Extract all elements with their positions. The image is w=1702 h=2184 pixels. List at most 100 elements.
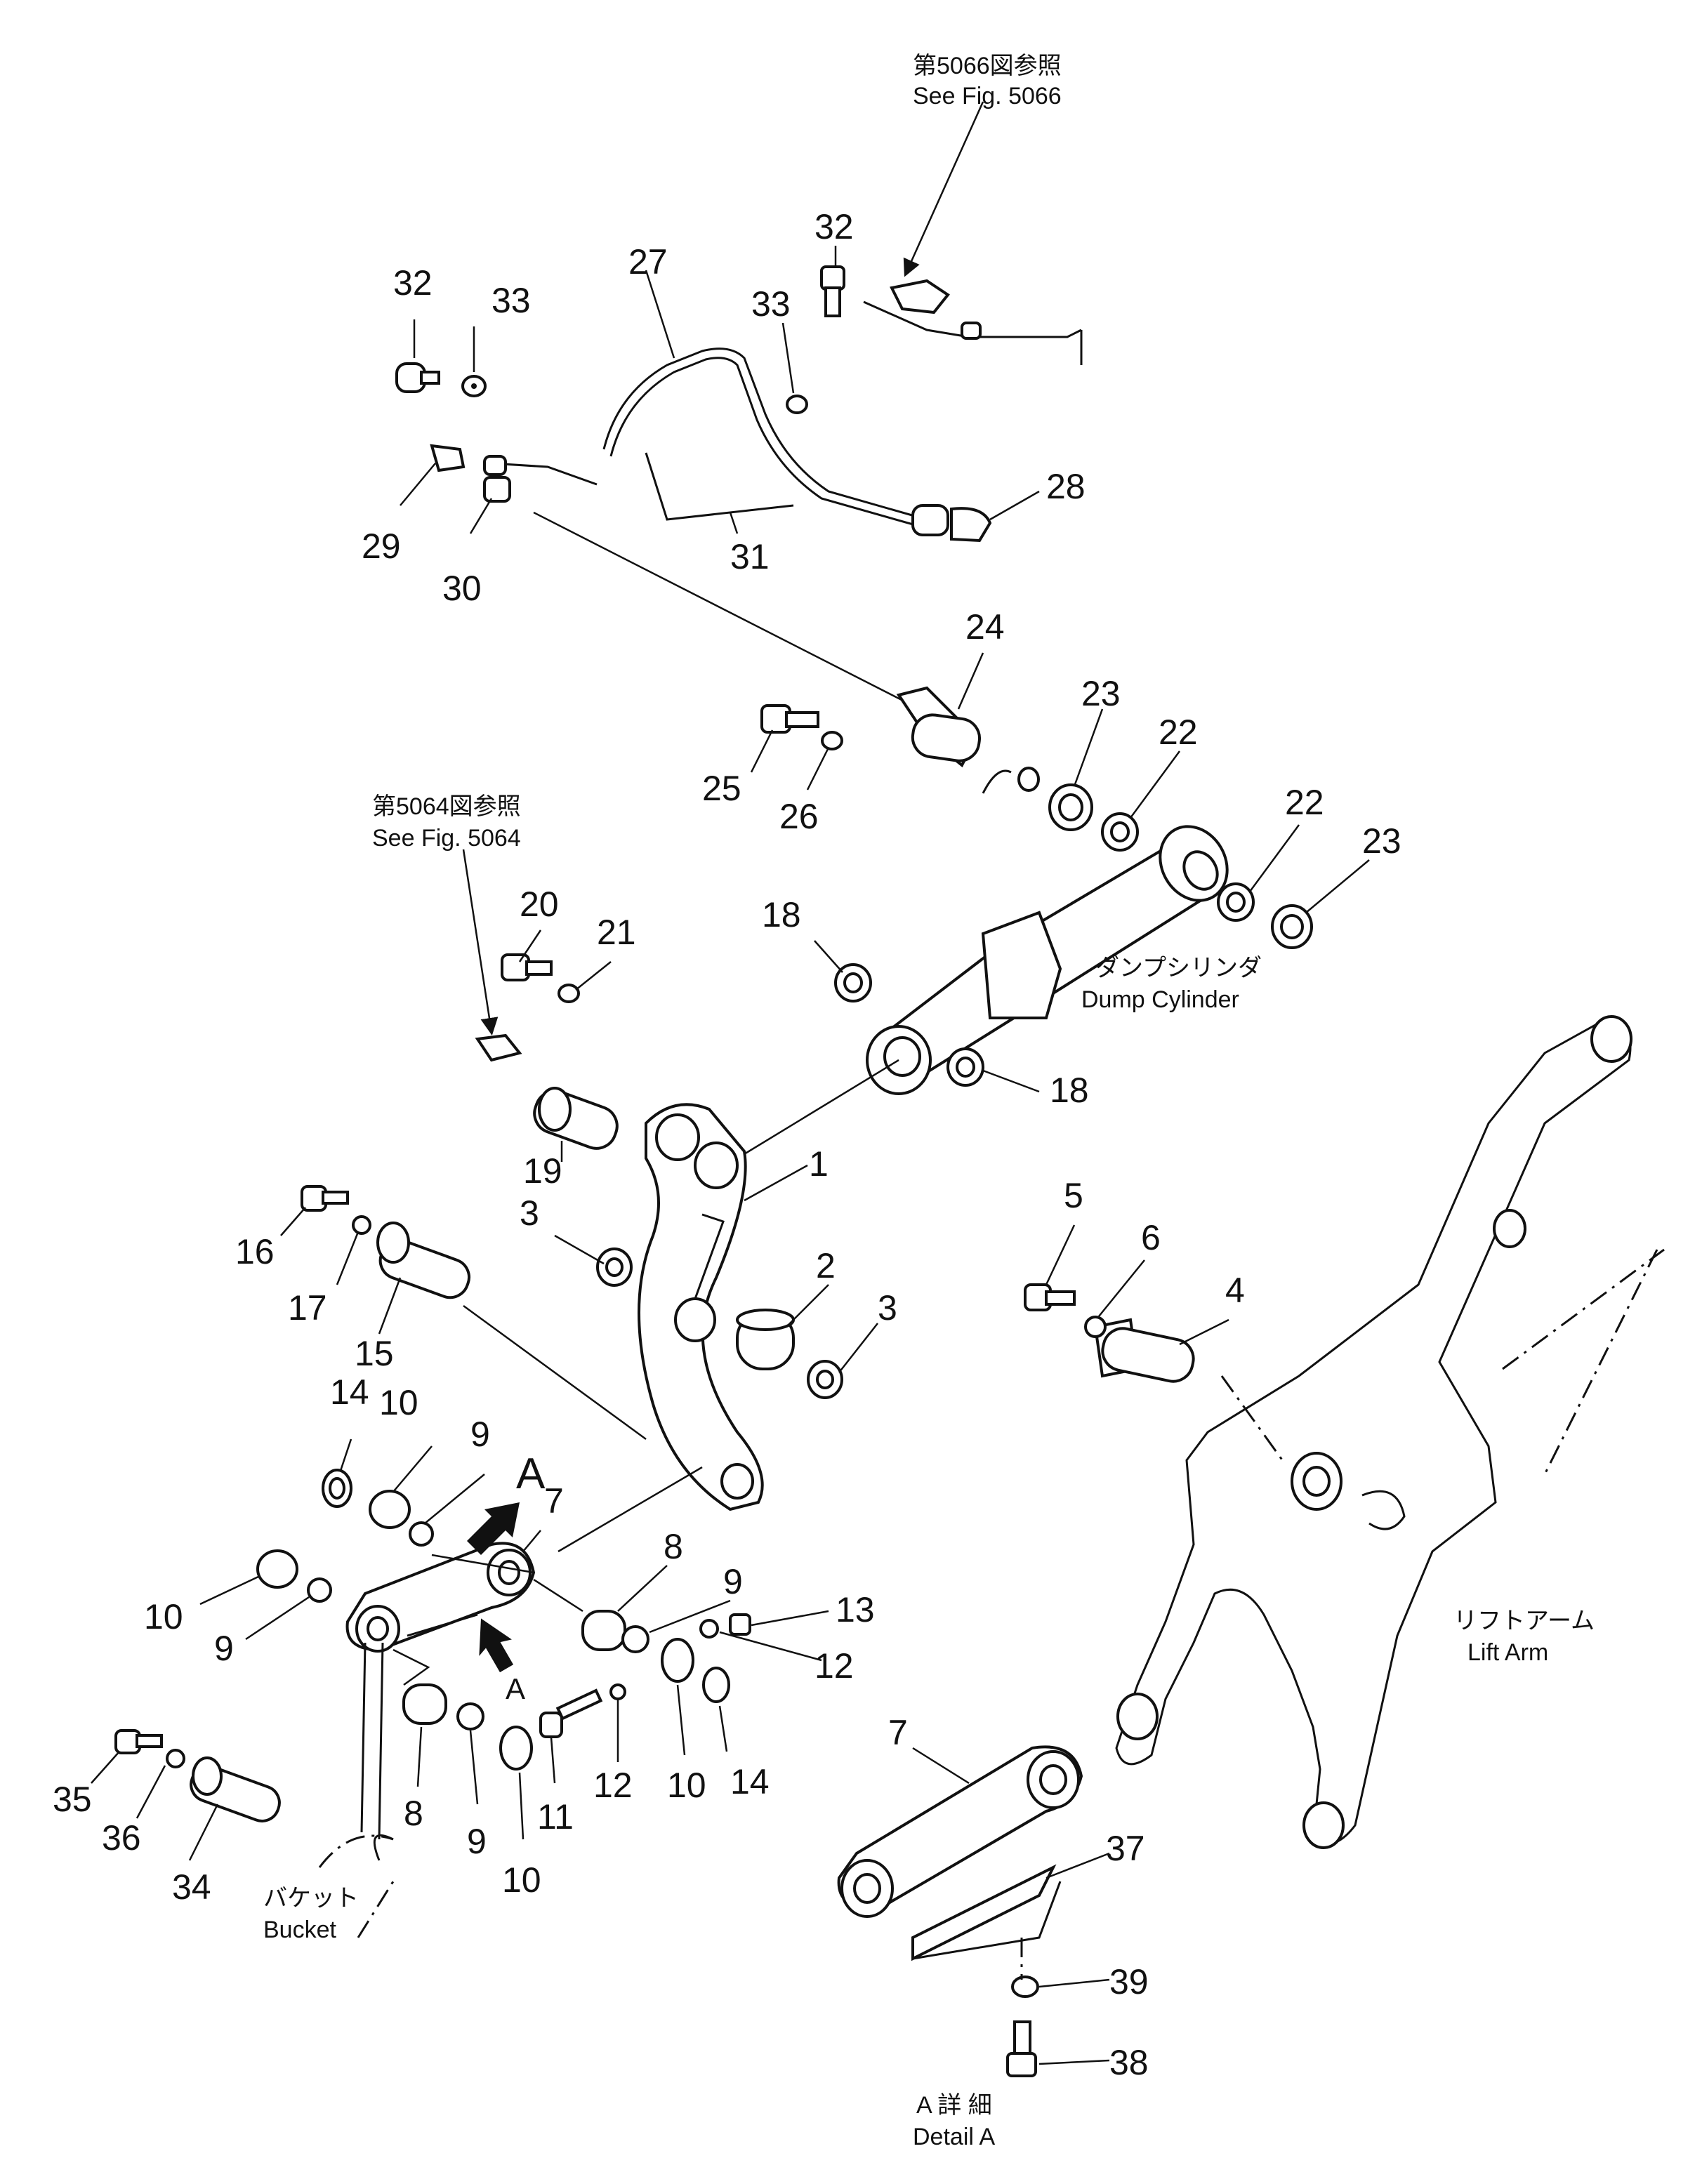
callout-32-right: 32 bbox=[814, 207, 854, 246]
ring-10c bbox=[661, 1638, 694, 1683]
callout-35: 35 bbox=[53, 1780, 92, 1819]
callout-11: 11 bbox=[537, 1797, 574, 1836]
leaders-top bbox=[400, 101, 1040, 703]
fitting-5066 bbox=[890, 279, 950, 315]
callout-29: 29 bbox=[362, 527, 401, 566]
callout-1: 1 bbox=[809, 1144, 829, 1184]
caption-dump-cylinder-en: Dump Cylinder bbox=[1081, 986, 1239, 1013]
callout-28: 28 bbox=[1046, 467, 1086, 506]
snap-ring-24 bbox=[982, 767, 1040, 794]
caption-fig5066-en: See Fig. 5066 bbox=[913, 83, 1062, 110]
pin-34 bbox=[190, 1756, 281, 1822]
leaders-bottom-left bbox=[91, 1438, 829, 1861]
callout-9-c: 9 bbox=[723, 1562, 743, 1601]
nut-30 bbox=[483, 476, 511, 503]
captions: 第5066図参照 See Fig. 5066 第5064図参照 See Fig.… bbox=[263, 53, 1595, 2150]
caption-detail-a-jp: A 詳 細 bbox=[916, 2092, 992, 2119]
plate-37 bbox=[911, 1864, 1062, 1961]
callout-12-a: 12 bbox=[814, 1646, 854, 1686]
bushing-9c bbox=[621, 1625, 649, 1653]
callout-16: 16 bbox=[235, 1232, 275, 1271]
view-arrow-a-top bbox=[467, 1502, 520, 1555]
callout-5: 5 bbox=[1064, 1176, 1083, 1215]
bolt-32-right bbox=[820, 265, 845, 317]
callout-22-a: 22 bbox=[1159, 713, 1198, 752]
bolt-25 bbox=[760, 704, 819, 734]
callout-10-d: 10 bbox=[667, 1766, 706, 1805]
elbow-28 bbox=[950, 507, 992, 543]
callout-25: 25 bbox=[702, 769, 741, 808]
callout-10-b: 10 bbox=[144, 1597, 183, 1636]
callout-31: 31 bbox=[730, 537, 770, 576]
bolt-35 bbox=[114, 1729, 163, 1754]
bushing-3b bbox=[807, 1360, 843, 1399]
callout-19: 19 bbox=[523, 1151, 562, 1191]
callout-18-a: 18 bbox=[762, 895, 801, 934]
callout-39: 39 bbox=[1109, 1962, 1149, 2001]
seal-14b bbox=[702, 1667, 730, 1703]
callout-15: 15 bbox=[355, 1334, 394, 1373]
washer-21 bbox=[558, 984, 580, 1003]
elbow-29 bbox=[430, 444, 466, 472]
bushing-3a bbox=[596, 1247, 633, 1287]
callout-21: 21 bbox=[597, 913, 636, 952]
callout-18-b: 18 bbox=[1050, 1071, 1089, 1110]
callout-labels: 32 33 27 33 32 28 29 30 31 24 23 22 25 2… bbox=[53, 207, 1401, 2082]
callout-32-left: 32 bbox=[393, 263, 433, 303]
callout-9-b: 9 bbox=[214, 1629, 234, 1668]
bolt-5 bbox=[1024, 1283, 1076, 1311]
callout-22-b: 22 bbox=[1285, 783, 1324, 822]
washer-6 bbox=[1084, 1316, 1107, 1338]
callout-10-a: 10 bbox=[379, 1383, 418, 1422]
bellcrank-1 bbox=[638, 1103, 764, 1511]
nut-13 bbox=[729, 1613, 751, 1636]
fitting-5064 bbox=[475, 1033, 522, 1062]
callout-37: 37 bbox=[1106, 1829, 1145, 1868]
pin-4 bbox=[1093, 1318, 1195, 1383]
ring-10d bbox=[499, 1726, 533, 1771]
washer-33-right bbox=[786, 395, 808, 414]
callout-3-a: 3 bbox=[520, 1193, 539, 1233]
washer-39 bbox=[1011, 1975, 1039, 1998]
caption-detail-a-en: Detail A bbox=[913, 2124, 995, 2150]
callout-8-a: 8 bbox=[664, 1527, 683, 1566]
bolt-32-left bbox=[395, 362, 440, 393]
callout-34: 34 bbox=[172, 1867, 211, 1907]
callout-33-left: 33 bbox=[492, 281, 531, 320]
view-label-a-bottom: A bbox=[506, 1672, 525, 1705]
ring-10a bbox=[369, 1490, 411, 1529]
washer-33-left bbox=[461, 375, 487, 397]
bushing-18b bbox=[946, 1047, 984, 1087]
callout-17: 17 bbox=[288, 1288, 327, 1328]
ring-10b bbox=[256, 1549, 298, 1589]
pin-24 bbox=[896, 686, 982, 768]
bucket-outline bbox=[318, 1834, 395, 1938]
pin-15 bbox=[376, 1222, 470, 1299]
callout-24: 24 bbox=[965, 607, 1005, 647]
leaders-mid bbox=[737, 652, 1370, 1160]
bolt-11 bbox=[539, 1688, 603, 1738]
callout-6: 6 bbox=[1141, 1218, 1161, 1257]
callout-9-a: 9 bbox=[470, 1415, 490, 1454]
callout-33-right: 33 bbox=[751, 284, 791, 324]
detail-a-link bbox=[837, 1745, 1083, 1918]
view-arrow-a-bottom bbox=[479, 1618, 514, 1673]
callout-13: 13 bbox=[836, 1590, 875, 1629]
seal-14a bbox=[322, 1469, 352, 1508]
caption-fig5064-jp: 第5064図参照 bbox=[372, 793, 521, 820]
sleeve-2 bbox=[736, 1309, 795, 1370]
sleeve-8b bbox=[402, 1683, 447, 1725]
callout-2: 2 bbox=[816, 1246, 836, 1285]
bolt-20 bbox=[501, 953, 553, 981]
caption-lift-arm-en: Lift Arm bbox=[1467, 1639, 1548, 1666]
callout-26: 26 bbox=[779, 797, 819, 836]
pin-19 bbox=[533, 1087, 619, 1150]
caption-fig5064-en: See Fig. 5064 bbox=[372, 825, 521, 852]
callout-14-b: 14 bbox=[730, 1762, 770, 1801]
callout-8-b: 8 bbox=[404, 1794, 423, 1833]
bolt-16 bbox=[301, 1185, 349, 1212]
callout-12-b: 12 bbox=[593, 1766, 633, 1805]
bushing-9b bbox=[307, 1577, 332, 1603]
callout-23-a: 23 bbox=[1081, 674, 1121, 713]
